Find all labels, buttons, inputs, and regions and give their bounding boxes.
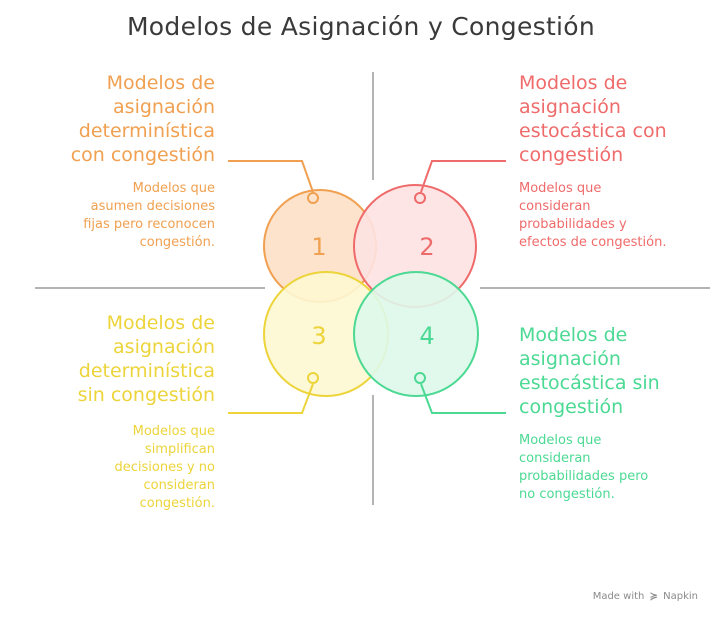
circle-number-2: 2 bbox=[419, 233, 434, 261]
quadrant-3-heading-line: asignación bbox=[113, 336, 215, 358]
connector-dot-4 bbox=[414, 372, 426, 384]
quadrant-1-description-line: congestión. bbox=[139, 235, 215, 250]
quadrant-4-heading: Modelos de asignación estocástica sin co… bbox=[519, 323, 660, 419]
circle-number-3: 3 bbox=[311, 322, 326, 350]
quadrant-3-description-line: decisiones y no bbox=[114, 460, 215, 475]
quadrant-2-description: Modelos que consideran probabilidades y … bbox=[519, 180, 666, 252]
quadrant-4-description-line: consideran bbox=[519, 451, 591, 466]
quadrant-1-description-line: Modelos que bbox=[132, 181, 215, 196]
quadrant-3-description-line: Modelos que bbox=[132, 424, 215, 439]
quadrant-1-description: Modelos que asumen decisiones fijas pero… bbox=[83, 180, 215, 252]
connector-1 bbox=[228, 160, 314, 193]
quadrant-4-heading-line: asignación bbox=[519, 348, 621, 370]
quadrant-2-heading: Modelos de asignación estocástica con co… bbox=[519, 71, 667, 167]
quadrant-3-heading-line: determinística bbox=[78, 360, 215, 382]
quadrant-4-description: Modelos que consideran probabilidades pe… bbox=[519, 432, 648, 504]
made-with-napkin-credit[interactable]: Made with ≽ Napkin bbox=[593, 591, 698, 602]
connector-dot-1 bbox=[307, 192, 319, 204]
quadrant-1-heading-line: asignación bbox=[113, 96, 215, 118]
connector-3 bbox=[228, 383, 314, 414]
quadrant-3-description-line: congestión. bbox=[139, 496, 215, 511]
quadrant-4-heading-line: Modelos de bbox=[519, 324, 628, 346]
quadrant-2-description-line: probabilidades y bbox=[519, 217, 627, 232]
connector-dot-2 bbox=[414, 192, 426, 204]
quadrant-2-heading-line: asignación bbox=[519, 96, 621, 118]
circle-number-4: 4 bbox=[419, 322, 434, 350]
quadrant-3-description: Modelos que simplifican decisiones y no … bbox=[114, 423, 215, 513]
quadrant-3-description-line: consideran bbox=[143, 478, 215, 493]
quadrant-2-description-line: Modelos que bbox=[519, 181, 602, 196]
quadrant-1-description-line: fijas pero reconocen bbox=[83, 217, 215, 232]
quadrant-1-heading-line: con congestión bbox=[70, 144, 215, 166]
quadrant-4-heading-line: estocástica sin bbox=[519, 372, 660, 394]
quadrant-2-description-line: consideran bbox=[519, 199, 591, 214]
diagram-title: Modelos de Asignación y Congestión bbox=[126, 12, 596, 41]
quadrant-3-description-line: simplifican bbox=[144, 442, 215, 457]
quadrant-4-heading-line: congestión bbox=[519, 396, 624, 418]
connector-2 bbox=[420, 160, 506, 193]
quadrant-4-description-line: probabilidades pero bbox=[519, 469, 649, 484]
quadrant-3-heading: Modelos de asignación determinística sin… bbox=[78, 311, 215, 407]
quadrant-4-description-line: Modelos que bbox=[519, 433, 602, 448]
circle-number-1: 1 bbox=[311, 233, 326, 261]
quadrant-2-heading-line: estocástica con bbox=[519, 120, 667, 142]
quadrant-1-description-line: asumen decisiones bbox=[90, 199, 215, 214]
napkin-logo-icon: ≽ bbox=[649, 591, 658, 602]
quadrant-2-heading-line: Modelos de bbox=[519, 72, 628, 94]
connector-4 bbox=[420, 383, 506, 414]
circle-4 bbox=[353, 271, 479, 397]
connector-dot-3 bbox=[307, 372, 319, 384]
quadrant-1-heading-line: Modelos de bbox=[106, 72, 215, 94]
credit-brand: Napkin bbox=[663, 591, 698, 602]
quadrant-1-heading-line: determinística bbox=[78, 120, 215, 142]
quadrant-1-heading: Modelos de asignación determinística con… bbox=[71, 71, 215, 167]
quadrant-2-heading-line: congestión bbox=[519, 144, 624, 166]
quadrant-3-heading-line: sin congestión bbox=[77, 384, 215, 406]
quadrant-2-description-line: efectos de congestión. bbox=[519, 235, 667, 250]
credit-prefix: Made with bbox=[592, 591, 645, 602]
quadrant-3-heading-line: Modelos de bbox=[106, 312, 215, 334]
quadrant-4-description-line: no congestión. bbox=[519, 487, 615, 502]
